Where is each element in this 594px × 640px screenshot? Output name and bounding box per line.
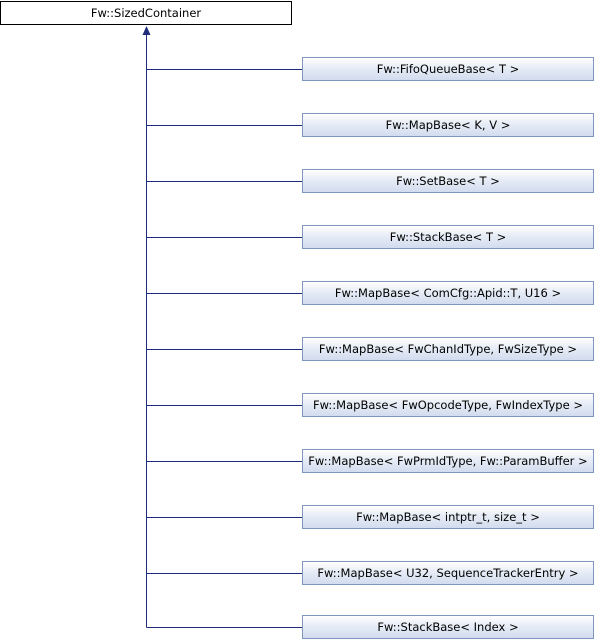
derived-class-node[interactable]: Fw::MapBase< FwPrmIdType, Fw::ParamBuffe… <box>302 449 594 473</box>
derived-class-node[interactable]: Fw::MapBase< FwChanIdType, FwSizeType > <box>302 337 594 361</box>
derived-class-node[interactable]: Fw::StackBase< T > <box>302 225 594 249</box>
derived-class-node[interactable]: Fw::MapBase< U32, SequenceTrackerEntry > <box>302 561 594 585</box>
derived-class-label: Fw::MapBase< FwOpcodeType, FwIndexType > <box>313 398 583 412</box>
derived-class-node[interactable]: Fw::FifoQueueBase< T > <box>302 57 594 81</box>
derived-class-node[interactable]: Fw::MapBase< FwOpcodeType, FwIndexType > <box>302 393 594 417</box>
inheritance-arrowhead <box>142 26 151 35</box>
derived-class-label: Fw::MapBase< ComCfg::Apid::T, U16 > <box>334 286 562 300</box>
base-class-node[interactable]: Fw::SizedContainer <box>0 1 292 25</box>
derived-class-node[interactable]: Fw::MapBase< K, V > <box>302 113 594 137</box>
derived-class-node[interactable]: Fw::MapBase< ComCfg::Apid::T, U16 > <box>302 281 594 305</box>
derived-class-label: Fw::MapBase< intptr_t, size_t > <box>356 510 540 524</box>
derived-class-label: Fw::StackBase< T > <box>389 230 507 244</box>
derived-class-node[interactable]: Fw::MapBase< intptr_t, size_t > <box>302 505 594 529</box>
derived-class-node[interactable]: Fw::SetBase< T > <box>302 169 594 193</box>
derived-class-label: Fw::FifoQueueBase< T > <box>376 62 520 76</box>
derived-class-label: Fw::MapBase< K, V > <box>385 118 511 132</box>
derived-class-label: Fw::MapBase< FwChanIdType, FwSizeType > <box>318 342 578 356</box>
base-class-label: Fw::SizedContainer <box>90 6 202 20</box>
derived-class-label: Fw::MapBase< FwPrmIdType, Fw::ParamBuffe… <box>308 454 588 468</box>
derived-class-label: Fw::MapBase< U32, SequenceTrackerEntry > <box>317 566 579 580</box>
derived-class-node[interactable]: Fw::StackBase< Index > <box>302 615 594 639</box>
derived-class-label: Fw::SetBase< T > <box>396 174 500 188</box>
derived-class-label: Fw::StackBase< Index > <box>377 620 519 634</box>
